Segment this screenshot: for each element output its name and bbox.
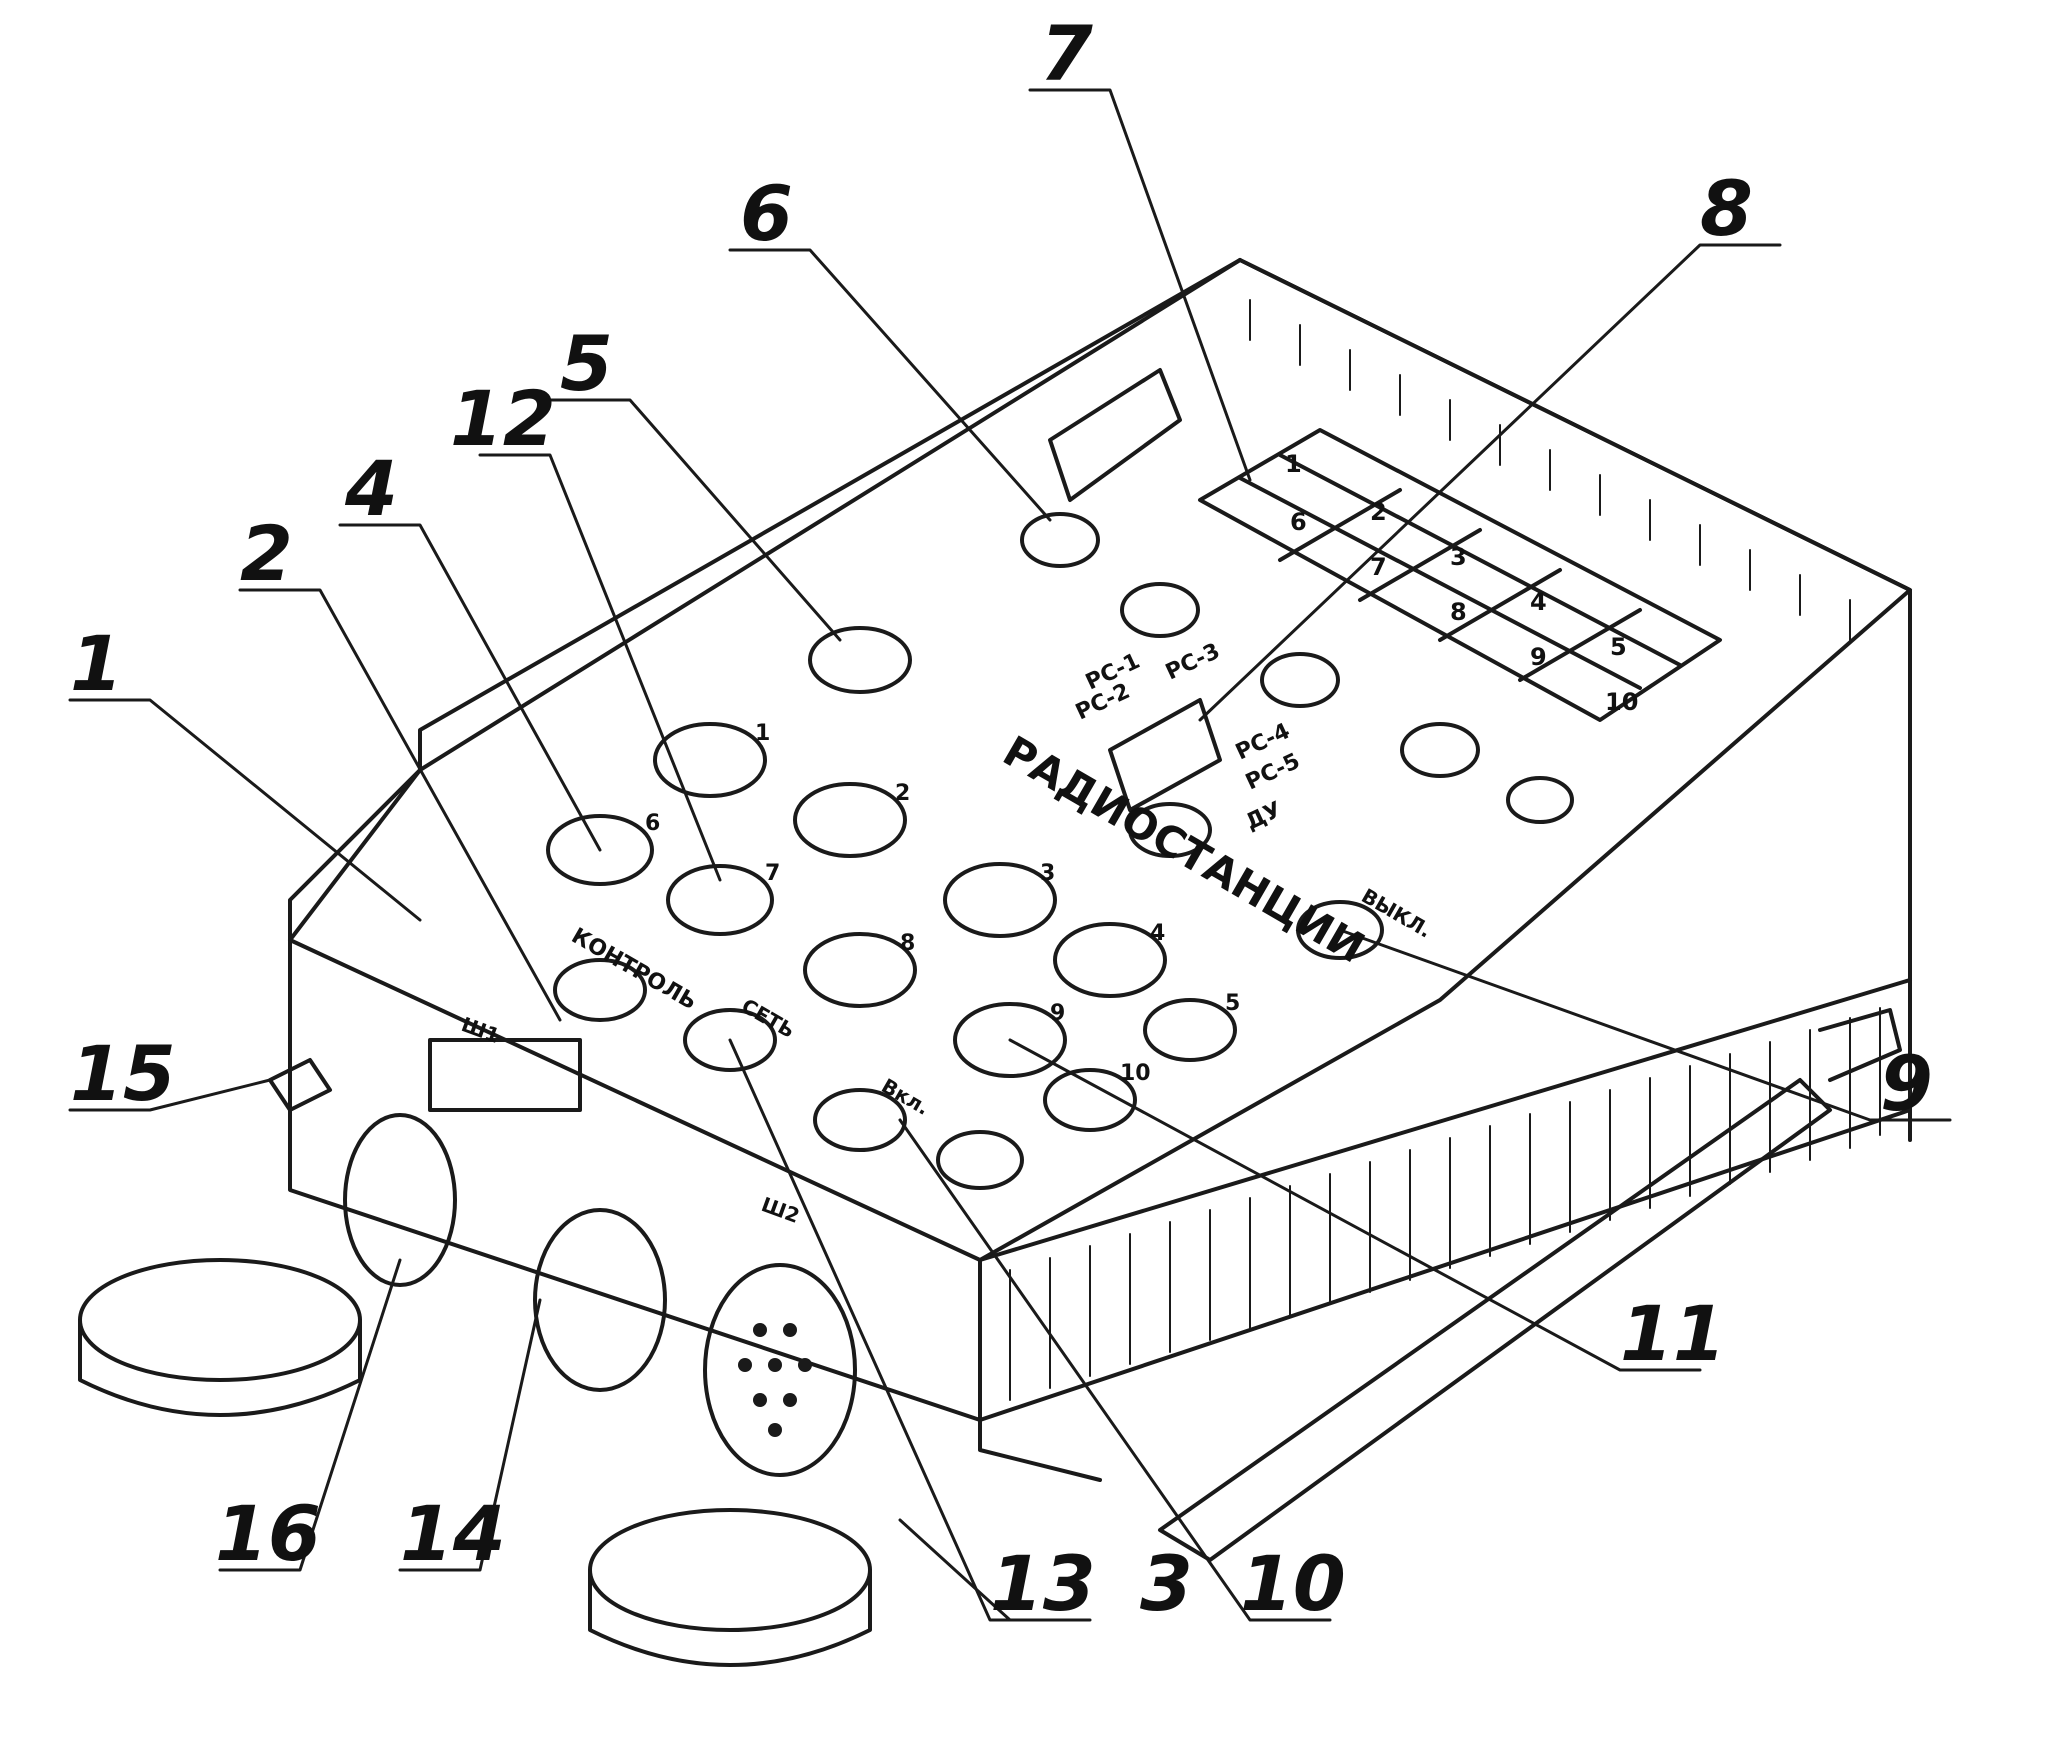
callout-8: 8	[1700, 164, 1753, 253]
table-cell-6: 6	[1290, 508, 1307, 536]
side-shading	[1009, 299, 1881, 1401]
callout-numbers: 1 2 3 4 5 6 7 8 9 10 11 12 13 14 15 16	[70, 9, 1933, 1628]
protective-caps	[78, 1258, 872, 1667]
table-cell-8: 8	[1450, 598, 1467, 626]
rs3-label: РС-3	[1162, 639, 1224, 686]
front-connectors	[268, 1038, 857, 1477]
kn-label-10: 10	[1120, 1061, 1151, 1086]
callout-15: 15	[70, 1029, 176, 1118]
callout-16: 16	[215, 1489, 321, 1578]
callout-11: 11	[1620, 1289, 1726, 1378]
kn-label-5: 5	[1225, 991, 1240, 1016]
kn-label-3: 3	[1040, 861, 1055, 886]
kn-label-2: 2	[895, 781, 910, 806]
table-cell-4: 4	[1530, 588, 1547, 616]
callout-3: 3	[1140, 1539, 1193, 1628]
panel-title: РАДИОСТАНЦИИ	[995, 726, 1373, 972]
callout-10: 10	[1240, 1539, 1346, 1628]
callout-5: 5	[560, 319, 613, 408]
callout-12: 12	[450, 374, 556, 463]
callout-4: 4	[344, 444, 398, 533]
table-cell-3: 3	[1450, 543, 1467, 571]
du-label: ДУ	[1242, 797, 1286, 835]
sh2-label: Ш2	[758, 1192, 803, 1228]
connector-pins	[738, 1323, 812, 1437]
callout-7: 7	[1040, 9, 1093, 98]
kn-label-4: 4	[1150, 921, 1165, 946]
kn-label-7: 7	[765, 861, 780, 886]
kn-label-1: 1	[755, 721, 770, 746]
callout-9: 9	[1880, 1039, 1933, 1128]
kn-label-8: 8	[900, 931, 915, 956]
carry-handle	[1048, 368, 1182, 502]
table-cell-numbers: 1 2 3 4 5 6 7 8 9 10	[1285, 450, 1638, 716]
control-knobs	[546, 512, 1574, 1190]
callout-1: 1	[70, 619, 123, 708]
callout-14: 14	[400, 1489, 506, 1578]
table-cell-7: 7	[1370, 553, 1387, 581]
sh1-label: Ш1	[458, 1012, 503, 1048]
table-cell-9: 9	[1530, 643, 1547, 671]
table-cell-1: 1	[1285, 450, 1302, 478]
kn-label-9: 9	[1050, 1001, 1065, 1026]
table-cell-10: 10	[1605, 688, 1638, 716]
callout-13: 13	[990, 1539, 1096, 1628]
callout-6: 6	[740, 169, 793, 258]
table-cell-5: 5	[1610, 633, 1627, 661]
kontrol-label: КОНТРОЛЬ	[567, 924, 701, 1016]
frequency-table	[1198, 428, 1722, 722]
set-label: СЕТЬ	[738, 994, 800, 1043]
button-numbers: 1 2 3 4 5 6 7 8 9 10	[645, 721, 1240, 1086]
callout-2: 2	[240, 509, 293, 598]
table-cell-2: 2	[1370, 498, 1387, 526]
leader-lines	[68, 88, 1952, 1622]
kn-label-6: 6	[645, 811, 660, 836]
